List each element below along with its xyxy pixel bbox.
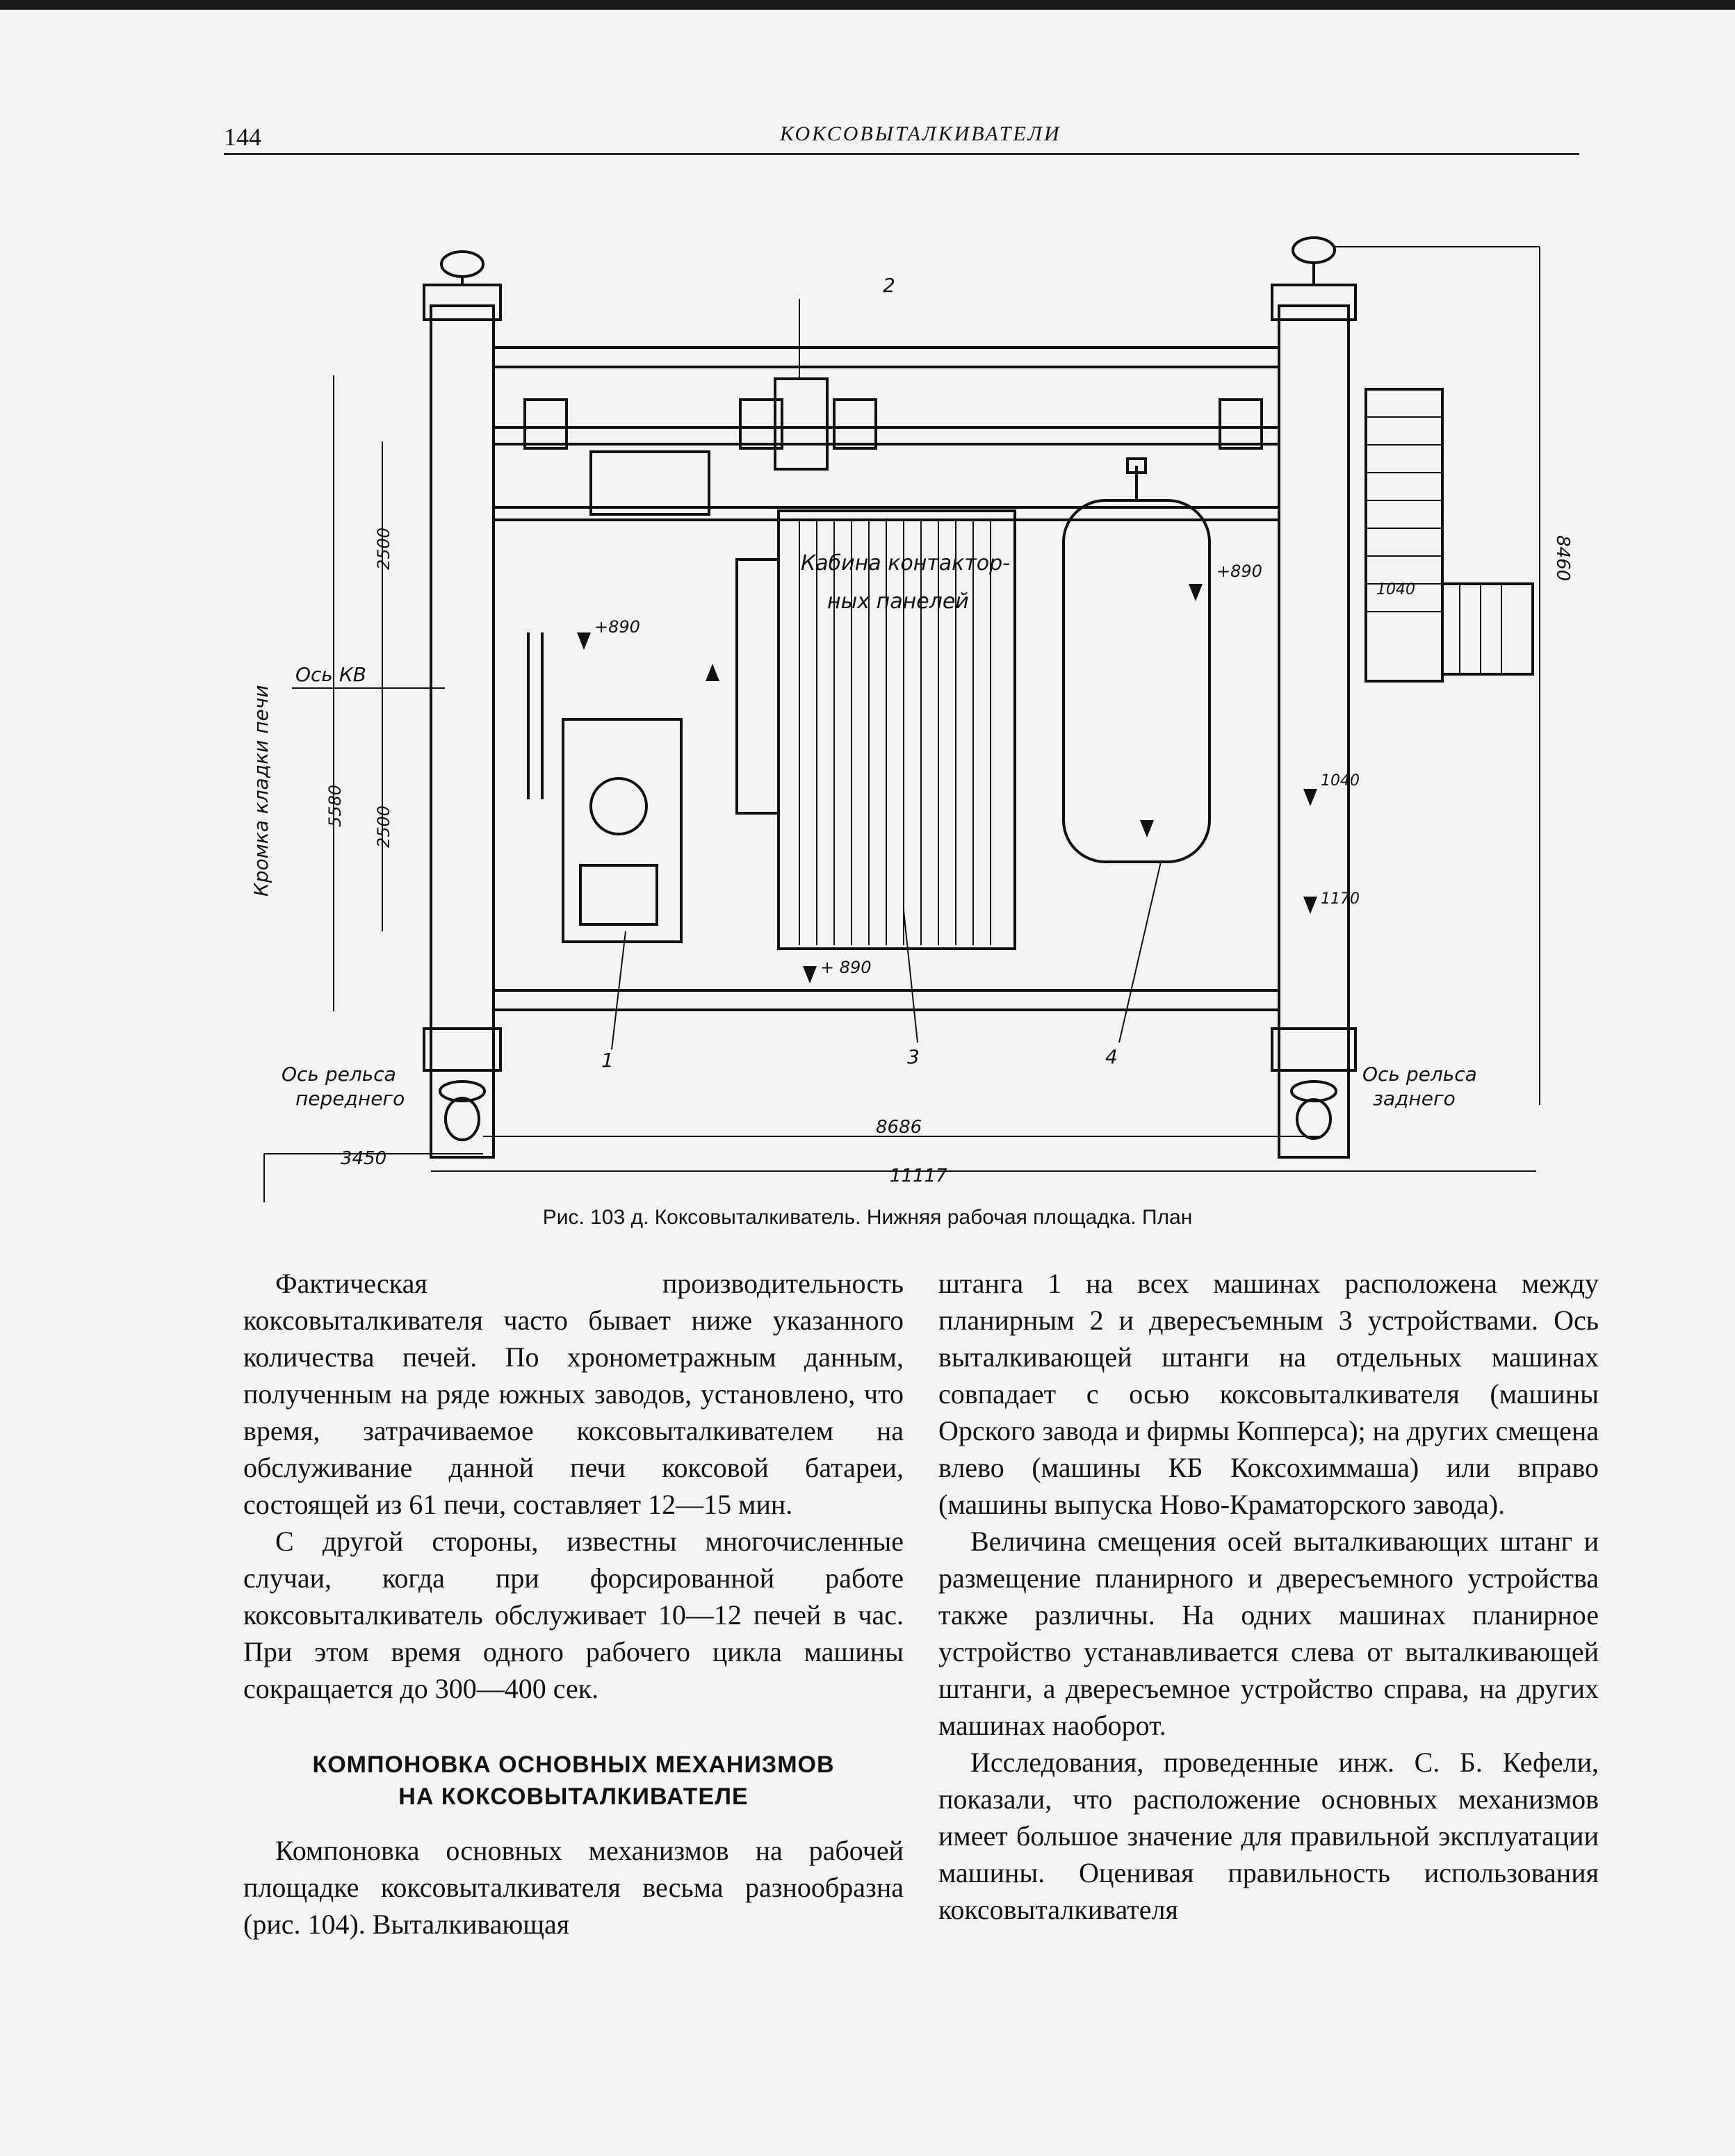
mark-890-a: +890 [594, 617, 640, 637]
front-rail-label-1: Ось рельса [282, 1063, 396, 1086]
left-bottom-wheel [439, 1080, 486, 1102]
dim-3450: 3450 [341, 1148, 386, 1169]
mark-1170: 1170 [1321, 890, 1360, 908]
header-rule [224, 153, 1579, 155]
dim-5580: 5580 [325, 785, 345, 827]
dim-8686: 8686 [876, 1117, 922, 1138]
top-beam-3 [492, 506, 1280, 521]
left-paragraph-3: Компоновка основных механизмов на рабоче… [243, 1835, 904, 1940]
top-beam-1 [492, 346, 1280, 368]
axis-kv-label: Ось КВ [295, 663, 366, 686]
top-beam-2 [492, 426, 1280, 446]
contactor-cabin [777, 509, 1016, 950]
mark-890-c: + 890 [820, 958, 872, 977]
plan-drawing: Кабина контактор- ных панелей Ось КВ Кро… [250, 236, 1573, 1202]
dim-11117: 11117 [890, 1166, 947, 1186]
section-heading-line1: КОМПОНОВКА ОСНОВНЫХ МЕХАНИЗМОВ [312, 1751, 835, 1778]
running-title: КОКСОВЫТАЛКИВАТЕЛИ [780, 122, 1061, 145]
cabin-label-line2: ных панелей [827, 589, 969, 614]
right-frame-column [1278, 304, 1350, 1159]
technical-drawing: Кабина контактор- ных панелей Ось КВ Кро… [250, 202, 1613, 1202]
mark-1040-a: 1040 [1376, 581, 1415, 598]
right-paragraph-3: Исследования, проведенные инж. С. Б. Кеф… [938, 1747, 1599, 1925]
figure-caption: Рис. 103 д. Коксовыталкиватель. Нижняя р… [542, 1206, 1193, 1229]
right-paragraph-1: штанга 1 на всех машинах расположена меж… [938, 1268, 1599, 1520]
cabin-label-line1: Кабина контактор- [801, 551, 1010, 575]
mark-1040-b: 1040 [1321, 772, 1360, 790]
page-top-edge [0, 0, 1735, 10]
bottom-beam [492, 989, 1280, 1011]
rear-rail-label-2: заднего [1373, 1087, 1456, 1110]
dim-2500-top: 2500 [374, 528, 393, 570]
left-column: Фактическая производительность коксовыта… [243, 1265, 904, 1943]
front-rail-label-2: переднего [295, 1087, 405, 1110]
callout-4: 4 [1105, 1045, 1118, 1068]
section-heading: КОМПОНОВКА ОСНОВНЫХ МЕХАНИЗМОВ НА КОКСОВ… [243, 1749, 904, 1813]
left-paragraph-1: Фактическая производительность коксовыта… [243, 1268, 904, 1520]
rear-rail-label-1: Ось рельса [1362, 1063, 1477, 1086]
right-column-cap [1271, 284, 1357, 321]
left-paragraph-2: С другой стороны, известны многочисленны… [243, 1526, 904, 1704]
callout-3: 3 [907, 1045, 920, 1068]
oven-edge-label: Кромка кладки печи [250, 685, 272, 897]
callout-2: 2 [883, 274, 895, 297]
pusher-drive-1 [562, 718, 683, 943]
right-paragraph-2: Величина смещения осей выталкивающих шта… [938, 1526, 1599, 1741]
left-frame-column [430, 304, 495, 1159]
dim-2500-bottom: 2500 [374, 806, 393, 848]
page-header: 144 КОКСОВЫТАЛКИВАТЕЛИ [224, 122, 1579, 155]
right-top-knob [1292, 236, 1336, 264]
stair [1365, 388, 1444, 683]
left-top-knob [440, 250, 484, 278]
section-heading-line2: НА КОКСОВЫТАЛКИВАТЕЛЕ [398, 1783, 749, 1810]
left-column-cap [423, 284, 502, 321]
right-bottom-wheel [1290, 1080, 1337, 1102]
motor-2 [589, 450, 710, 516]
gear-2 [774, 377, 829, 471]
page-number: 144 [224, 123, 261, 151]
callout-1: 1 [601, 1049, 614, 1072]
dim-8460: 8460 [1552, 535, 1573, 581]
air-tank-4 [1062, 499, 1211, 863]
right-column: штанга 1 на всех машинах расположена меж… [938, 1265, 1599, 1928]
mark-890-b: +890 [1216, 562, 1262, 581]
